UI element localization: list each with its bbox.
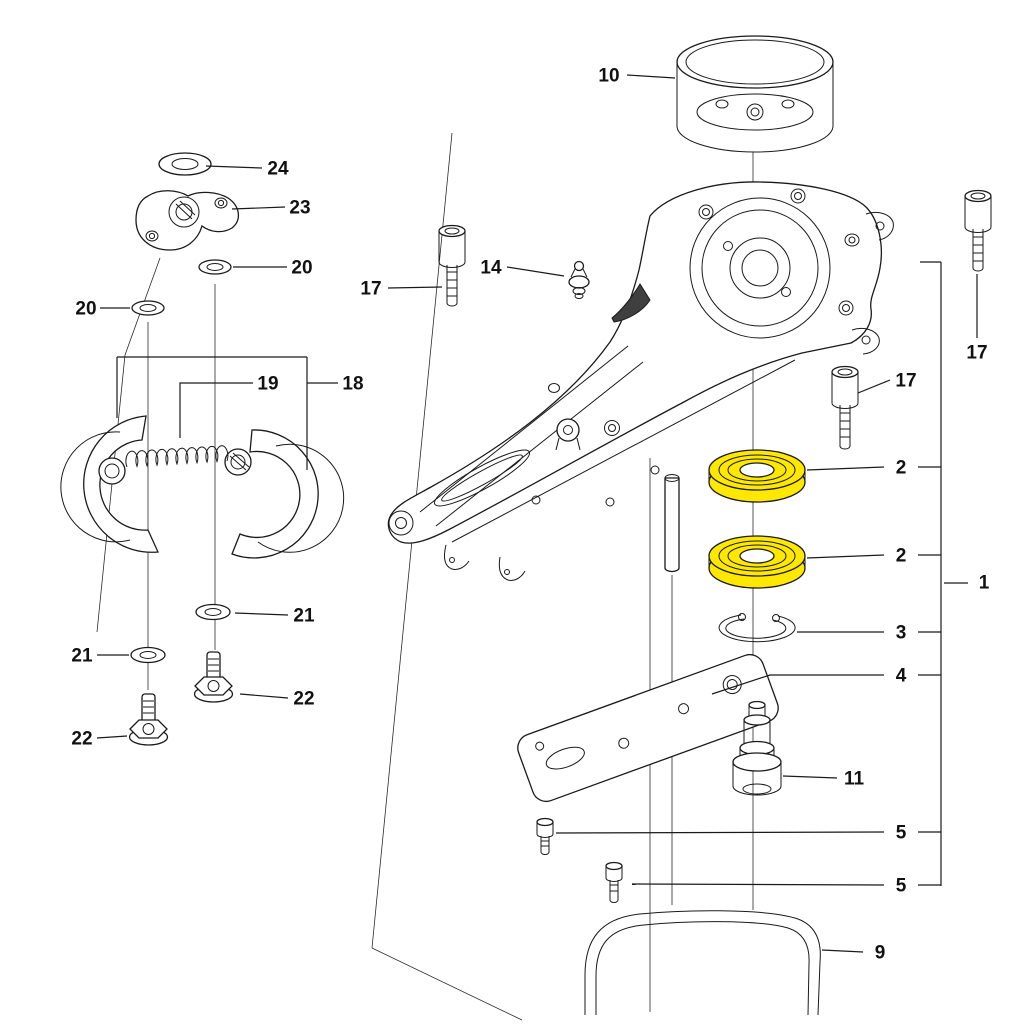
clutch-shoe-left-part [60, 415, 159, 553]
screw-17-left-part [438, 224, 466, 307]
bearing-lower-part [708, 535, 806, 589]
clutch-shoe-right-part [224, 429, 345, 559]
assembly-bracket [920, 261, 942, 886]
leader-lines [96, 74, 978, 953]
grease-fitting-part [568, 260, 590, 299]
callout-21-right: 21 [293, 606, 315, 627]
callout-9: 9 [875, 943, 886, 964]
callout-22-right: 22 [293, 689, 314, 710]
washer-21-right-part [195, 603, 231, 621]
callout-24: 24 [267, 159, 289, 180]
bolt-22-right-part [193, 651, 234, 703]
callout-labels: 24 23 20 20 19 18 21 21 22 22 10 14 17 1… [71, 66, 989, 964]
callout-11: 11 [844, 769, 865, 790]
callout-21-left: 21 [71, 646, 93, 667]
crankcase-part [387, 181, 894, 581]
callout-20-right: 20 [291, 258, 312, 279]
carrier-plate-part [135, 190, 239, 251]
callout-18: 18 [342, 374, 363, 395]
callout-3: 3 [896, 623, 907, 644]
callout-5-upper: 5 [896, 823, 907, 844]
screw-5-upper-part [536, 817, 554, 855]
washer-24-part [158, 152, 212, 176]
screw-17-right-part [964, 189, 992, 272]
gasket-part [584, 910, 821, 1016]
bearing-upper-part [708, 449, 806, 503]
pump-piston-part [732, 700, 782, 796]
callout-19: 19 [257, 374, 278, 395]
washer-20-right-part [198, 259, 232, 275]
bolt-22-left-part [128, 693, 169, 746]
callout-10: 10 [598, 66, 619, 87]
circlip-part [718, 613, 796, 643]
clutch-drum-part [676, 35, 834, 153]
dowel-pin-part [664, 474, 680, 573]
callout-1: 1 [979, 573, 990, 594]
screw-17-middle-part [831, 365, 859, 450]
clutch-spring-part [125, 445, 229, 468]
callout-22-left: 22 [71, 729, 92, 750]
callout-14: 14 [480, 258, 502, 279]
callout-17-right: 17 [966, 343, 987, 364]
mount-plate-part [517, 653, 779, 803]
callout-17-left: 17 [360, 279, 381, 300]
callout-23: 23 [289, 198, 310, 219]
screw-5-lower-part [605, 861, 623, 903]
washer-20-left-part [131, 300, 165, 316]
callout-2-upper: 2 [896, 458, 907, 479]
callout-5-lower: 5 [896, 876, 907, 897]
callout-4: 4 [896, 666, 907, 687]
callout-2-lower: 2 [896, 546, 907, 567]
callout-20-left: 20 [75, 299, 96, 320]
callout-17-middle: 17 [895, 371, 916, 392]
washer-21-left-part [130, 646, 166, 664]
